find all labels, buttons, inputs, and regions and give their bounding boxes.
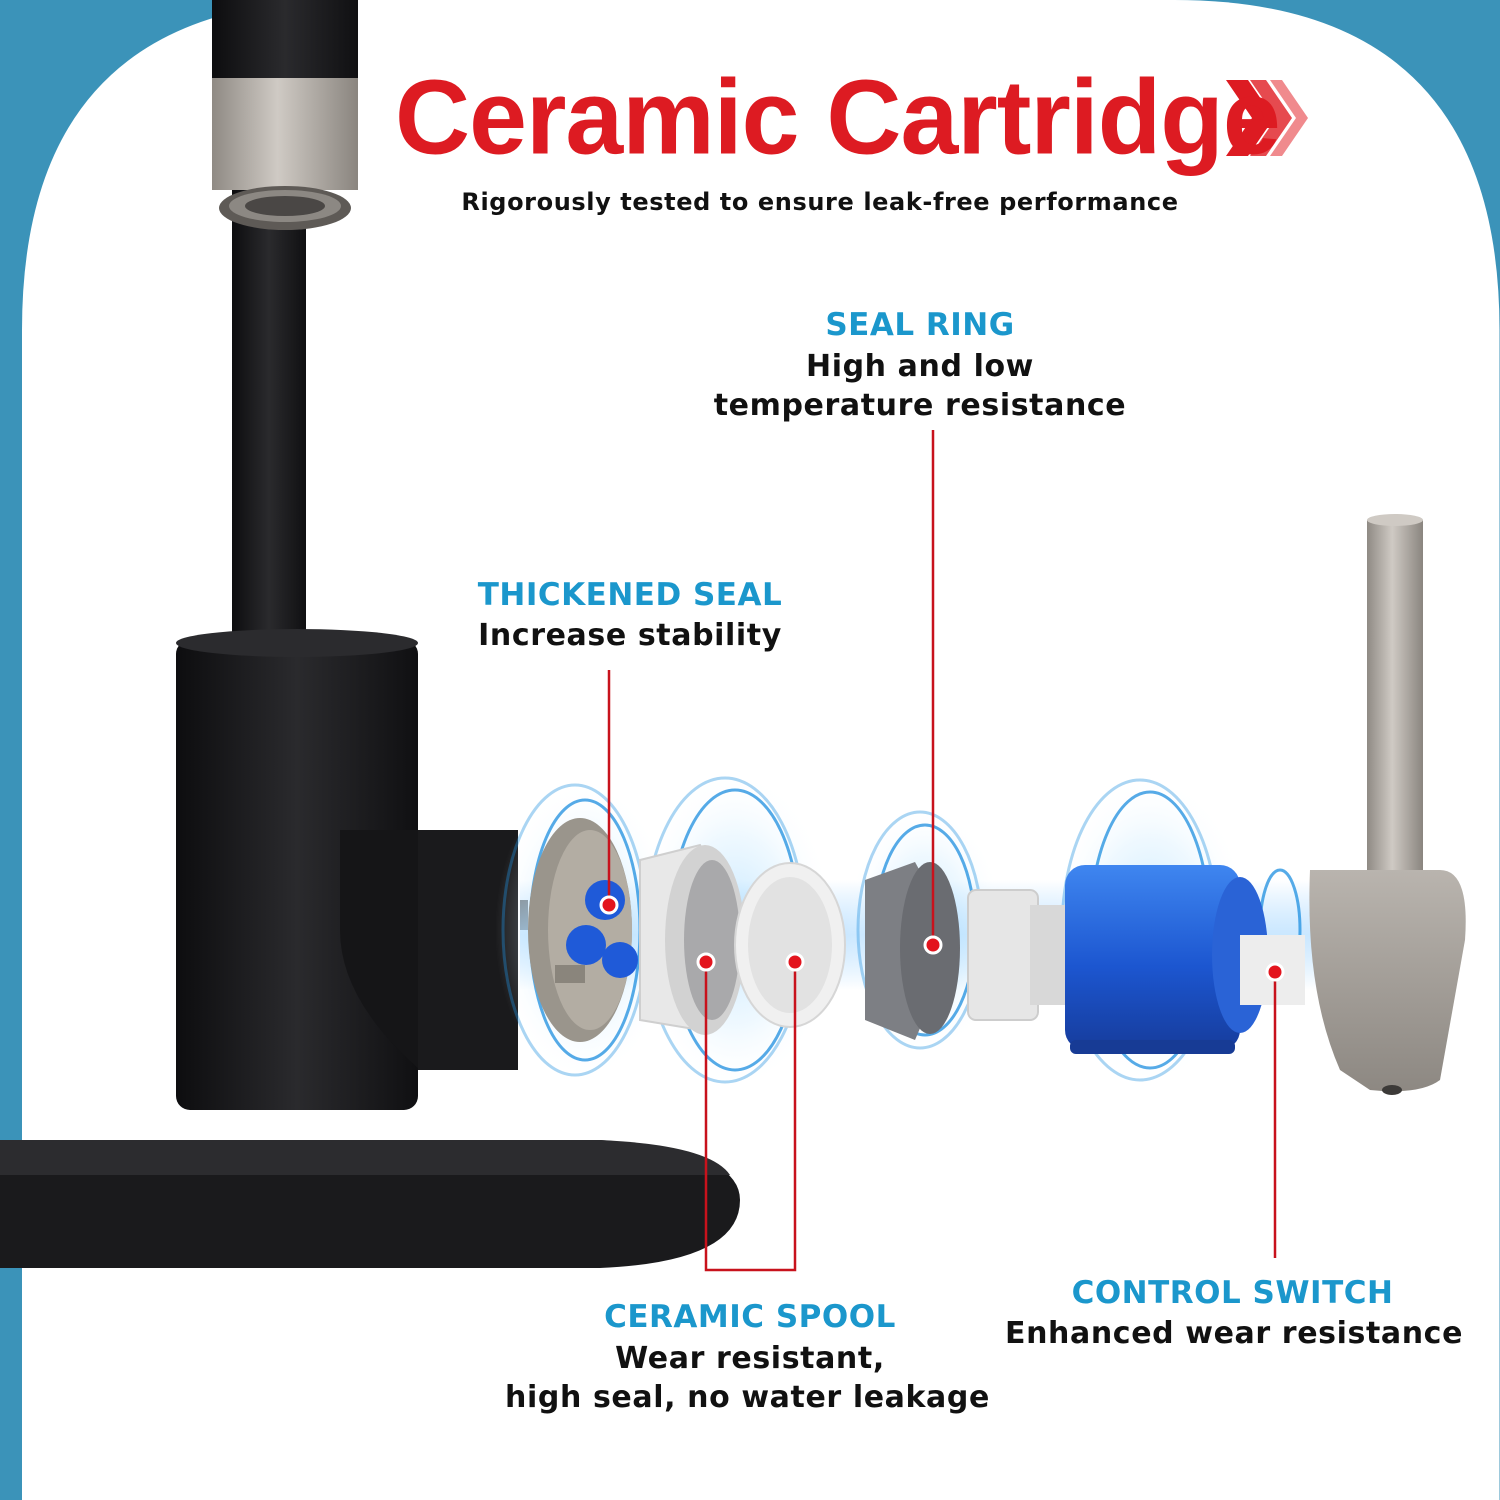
- seal-ring-line2: temperature resistance: [713, 388, 1127, 423]
- ceramic-spool-heading: CERAMIC SPOOL: [604, 1299, 896, 1335]
- seal-ring-heading: SEAL RING: [825, 307, 1015, 343]
- control-switch-line1: Enhanced wear resistance: [1005, 1316, 1464, 1351]
- control-switch-heading: CONTROL SWITCH: [1071, 1275, 1394, 1311]
- ceramic-spool-line2: high seal, no water leakage: [505, 1380, 990, 1415]
- chevron-right-triple-icon: [1226, 80, 1308, 156]
- subtitle: Rigorously tested to ensure leak-free pe…: [461, 188, 1179, 216]
- seal-ring-line1: High and low: [806, 349, 1034, 384]
- ceramic-spool-line1: Wear resistant,: [615, 1341, 885, 1376]
- page-title: Ceramic Cartridge: [395, 58, 1281, 178]
- thickened-seal-line1: Increase stability: [478, 618, 782, 653]
- white-panel: [22, 0, 1500, 1500]
- thickened-seal-heading: THICKENED SEAL: [477, 577, 783, 613]
